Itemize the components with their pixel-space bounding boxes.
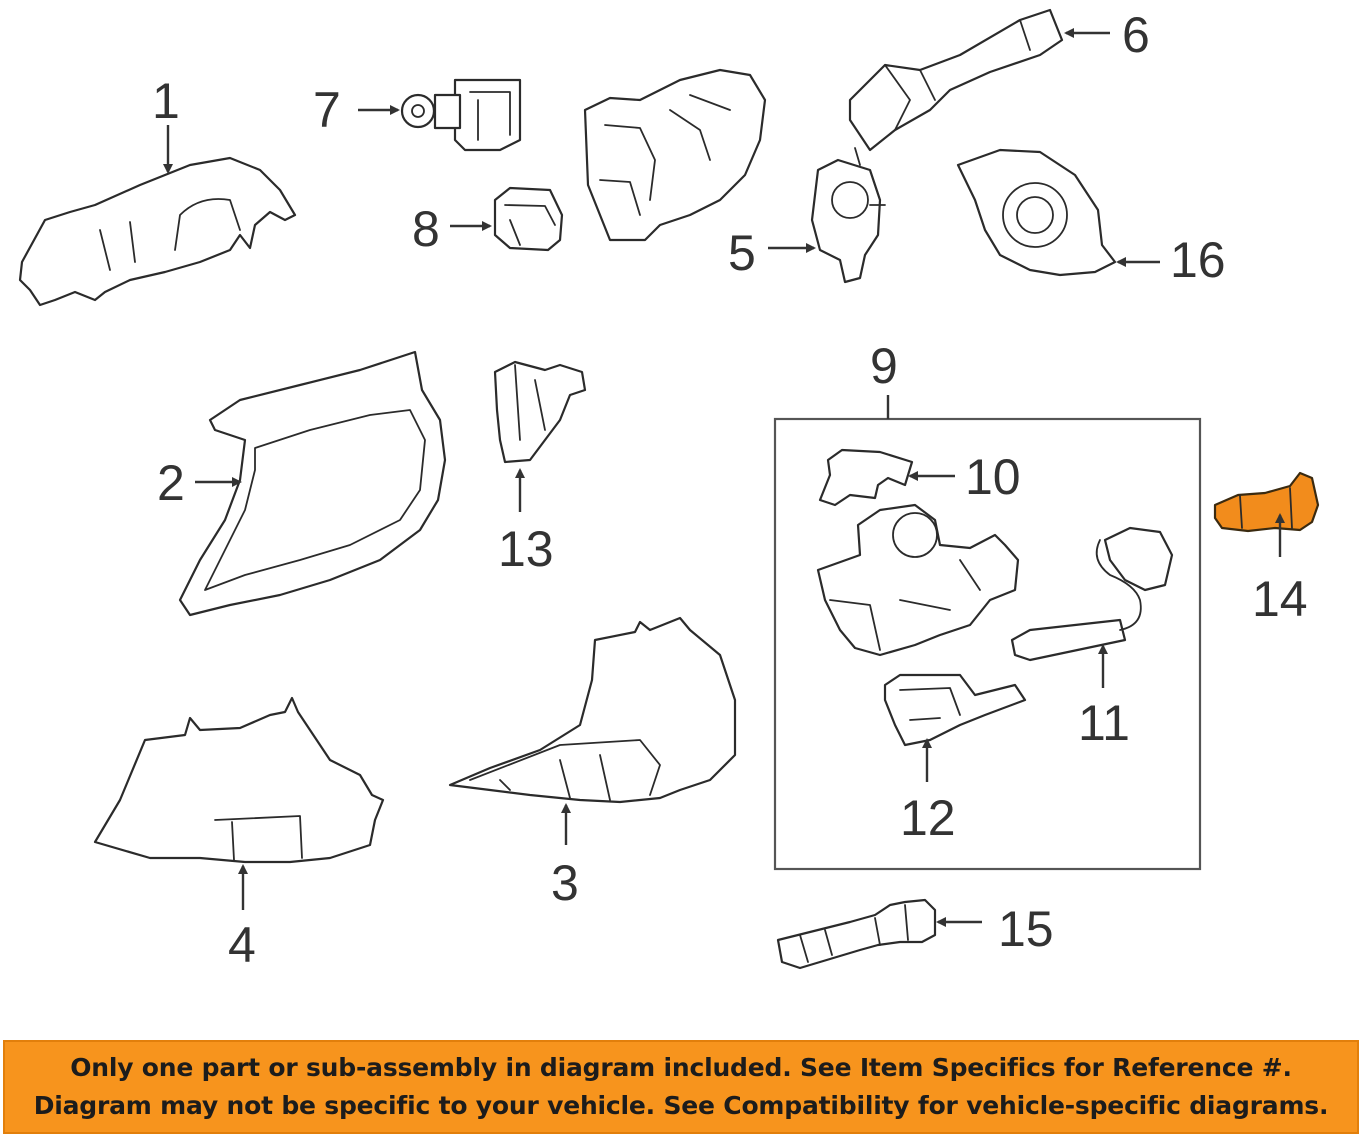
callout-11: 11 (1078, 695, 1130, 751)
callout-10: 10 (965, 449, 1021, 505)
callout-8: 8 (412, 201, 440, 257)
part-3-lower-cover (448, 616, 737, 804)
callout-6: 6 (1122, 7, 1150, 63)
part-1-upper-shroud (18, 156, 297, 307)
part-12-bracket (883, 673, 1027, 747)
leader-lines (163, 28, 1285, 927)
callout-9: 9 (870, 338, 898, 394)
part-steering-column-housing (583, 68, 767, 242)
part-8-switch (493, 186, 564, 252)
part-9-assembly-box (773, 417, 1202, 871)
part-14-highlighted-component (1213, 471, 1320, 533)
callout-1: 1 (152, 73, 180, 129)
disclaimer-banner: Only one part or sub-assembly in diagram… (3, 1040, 1359, 1134)
part-6-stalk-switch (848, 8, 1064, 152)
part-9-switch-housing (816, 503, 1020, 657)
part-2-trim-bezel (178, 350, 447, 617)
callout-4: 4 (228, 917, 256, 973)
part-13-switch (493, 360, 587, 464)
callout-2: 2 (157, 455, 185, 511)
disclaimer-line-2: Diagram may not be specific to your vehi… (33, 1091, 1329, 1120)
disclaimer-line-1: Only one part or sub-assembly in diagram… (70, 1053, 1292, 1082)
callout-7: 7 (313, 82, 341, 138)
part-7-lock-cylinder (400, 78, 522, 152)
part-15-actuator (776, 898, 937, 970)
part-16-clockspring (956, 148, 1117, 277)
callout-15: 15 (998, 901, 1054, 957)
callout-5: 5 (728, 225, 756, 281)
part-10-clip (818, 448, 914, 507)
part-5-sensor (810, 147, 886, 284)
callout-14: 14 (1252, 571, 1308, 627)
callout-13: 13 (498, 521, 554, 577)
part-4-lower-shroud (93, 696, 385, 864)
part-11-antenna (1010, 526, 1174, 662)
callout-numbers: 1 7 8 6 5 16 2 13 9 10 14 11 12 4 3 15 (152, 7, 1308, 973)
callout-3: 3 (551, 855, 579, 911)
parts-diagram: 1 7 8 6 5 16 2 13 9 10 14 11 12 4 3 15 (18, 7, 1320, 973)
callout-12: 12 (900, 790, 956, 846)
callout-16: 16 (1170, 232, 1226, 288)
